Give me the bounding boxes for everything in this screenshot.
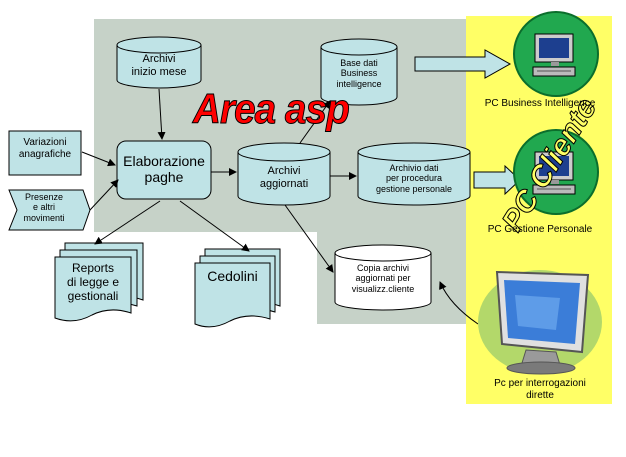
base-dati-line-2: Business <box>340 68 378 79</box>
elaborazione-line-1: Elaborazione <box>123 153 205 169</box>
pc-business-label: PC Business Intelligence <box>484 98 596 109</box>
pc-business-icon <box>513 11 599 97</box>
pc-interrogazioni-line-1: Pc per interrogazioni <box>494 378 586 389</box>
archivio-dati-cylinder <box>357 142 471 206</box>
elaborazione-label: Elaborazione paghe <box>117 153 211 185</box>
elaborazione-box <box>116 140 212 200</box>
copia-archivi-cylinder <box>334 244 432 311</box>
reports-line-1: Reports <box>71 261 115 275</box>
arrow-presenze-to-elaborazione <box>89 179 119 211</box>
presenze-label: Presenze e altri movimenti <box>14 192 74 223</box>
pc-interrogazioni-line-2: dirette <box>526 389 554 401</box>
pc-interrogazioni-label: Pc per interrogazioni dirette <box>468 378 612 401</box>
block-arrow-business <box>414 49 512 79</box>
reports-label: Reports di legge e gestionali <box>55 261 131 303</box>
variazioni-line-2: anagrafiche <box>18 148 72 160</box>
presenze-shape <box>8 189 91 231</box>
presenze-line-1: Presenze <box>24 192 64 202</box>
arrow-archivi-aggiornati-to-base-dati <box>299 100 331 144</box>
archivi-inizio-mese-line-1: Archivi <box>142 53 176 65</box>
base-dati-cylinder <box>320 38 398 106</box>
arrow-archivi-to-elaborazione <box>157 88 166 140</box>
archivi-inizio-mese-label: Archivi inizio mese <box>117 53 201 78</box>
base-dati-line-1: Base dati <box>340 58 378 68</box>
arrow-elaborazione-to-reports <box>94 200 161 245</box>
archivi-inizio-mese-line-2: inizio mese <box>131 65 187 78</box>
reports-line-2: di legge e <box>66 274 120 289</box>
cedolini-line-1: Cedolini <box>207 268 258 284</box>
arrow-pc-to-copia <box>439 281 479 325</box>
arrow-variazioni-to-elaborazione <box>81 151 116 167</box>
archivi-aggiornati-label: Archivi aggiornati <box>238 165 330 190</box>
reports-line-3: gestionali <box>67 288 119 303</box>
copia-archivi-label: Copia archivi aggiornati per visualizz.c… <box>335 263 431 294</box>
block-arrow-gestione <box>473 164 521 196</box>
archivi-inizio-mese-cylinder <box>116 36 202 89</box>
reports-documents <box>54 242 144 322</box>
area-asp-title: Area asp <box>193 85 351 132</box>
monitor-icon <box>478 270 602 375</box>
copia-archivi-line-2: aggiornati per <box>355 273 411 284</box>
cedolini-label: Cedolini <box>195 268 270 284</box>
arrow-elaborazione-to-cedolini <box>179 200 250 252</box>
base-dati-line-3: intelligence <box>336 78 382 89</box>
archivio-dati-line-3: gestione personale <box>375 183 453 194</box>
archivi-aggiornati-cylinder <box>237 142 331 206</box>
archivi-aggiornati-line-2: aggiornati <box>259 177 309 190</box>
presenze-line-2: e altri <box>32 202 55 213</box>
archivi-aggiornati-line-1: Archivi <box>267 165 301 177</box>
copia-archivi-line-1: Copia archivi <box>356 263 410 273</box>
variazioni-line-1: Variazioni <box>23 137 67 148</box>
variazioni-box <box>8 130 82 176</box>
archivio-dati-line-1: Archivio dati <box>389 163 439 173</box>
pc-gestione-icon <box>513 129 599 215</box>
copia-archivi-line-3: visualizz.cliente <box>351 283 415 294</box>
pc-gestione-label: PC Gestione Personale <box>487 224 593 235</box>
arrow-archivi-aggiornati-to-copia <box>284 204 334 273</box>
cedolini-documents <box>194 248 281 328</box>
archivio-dati-line-2: per procedura <box>385 173 443 184</box>
variazioni-label: Variazioni anagrafiche <box>9 137 81 160</box>
base-dati-label: Base dati Business intelligence <box>321 58 397 89</box>
presenze-line-3: movimenti <box>23 212 65 223</box>
archivio-dati-label: Archivio dati per procedura gestione per… <box>358 163 470 194</box>
elaborazione-line-2: paghe <box>144 169 184 186</box>
